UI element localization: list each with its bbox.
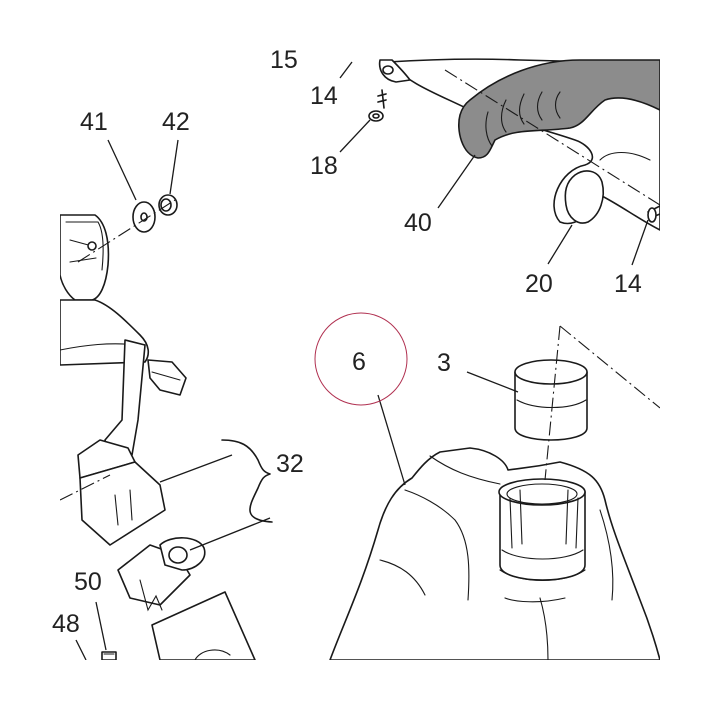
- grip-rib: [485, 111, 493, 147]
- label-part-41: 41: [80, 108, 108, 136]
- handle-assembly: [368, 58, 660, 231]
- label-part-48: 48: [52, 610, 80, 638]
- screw-18: [368, 59, 411, 122]
- label-part-14-right: 14: [614, 270, 642, 298]
- label-part-20: 20: [525, 270, 553, 298]
- handle-contour: [599, 151, 651, 161]
- grip-rib: [536, 91, 543, 121]
- label-part-6: 6: [352, 348, 366, 376]
- tank-part-6: [329, 447, 660, 660]
- grip-rib: [518, 93, 525, 125]
- part-labels: 15 14 18 40 41 42 20 14 6 3 32 50 48: [52, 46, 642, 638]
- label-part-40: 40: [404, 209, 432, 237]
- label-part-14-top: 14: [310, 82, 338, 110]
- screw-14-right: [647, 205, 660, 223]
- grip-rib: [500, 99, 507, 133]
- label-part-32: 32: [276, 450, 304, 478]
- motor-plate: [151, 591, 256, 660]
- washer-41: [132, 201, 156, 233]
- tool-body-left: [60, 214, 256, 660]
- ring-part-3: [514, 359, 588, 441]
- screw-50: [101, 651, 117, 660]
- bracket-32: [221, 439, 273, 523]
- highlight-ring: [314, 312, 408, 406]
- label-part-15: 15: [270, 46, 298, 74]
- rubber-grip: [458, 59, 660, 159]
- washer-axis: [77, 199, 176, 263]
- grip-rib: [554, 91, 561, 119]
- leader-lines: [95, 61, 649, 651]
- switch-lever: [147, 359, 187, 396]
- ring-axis-vertical: [544, 325, 561, 481]
- label-part-18: 18: [310, 152, 338, 180]
- label-part-50: 50: [74, 568, 102, 596]
- ring-axis: [559, 325, 660, 409]
- label-part-42: 42: [162, 108, 190, 136]
- switch-housing: [79, 461, 166, 546]
- switch-block: [77, 439, 136, 479]
- assembly-axis: [444, 69, 660, 206]
- label-part-3: 3: [437, 349, 451, 377]
- side-cover-part-20: [564, 170, 604, 224]
